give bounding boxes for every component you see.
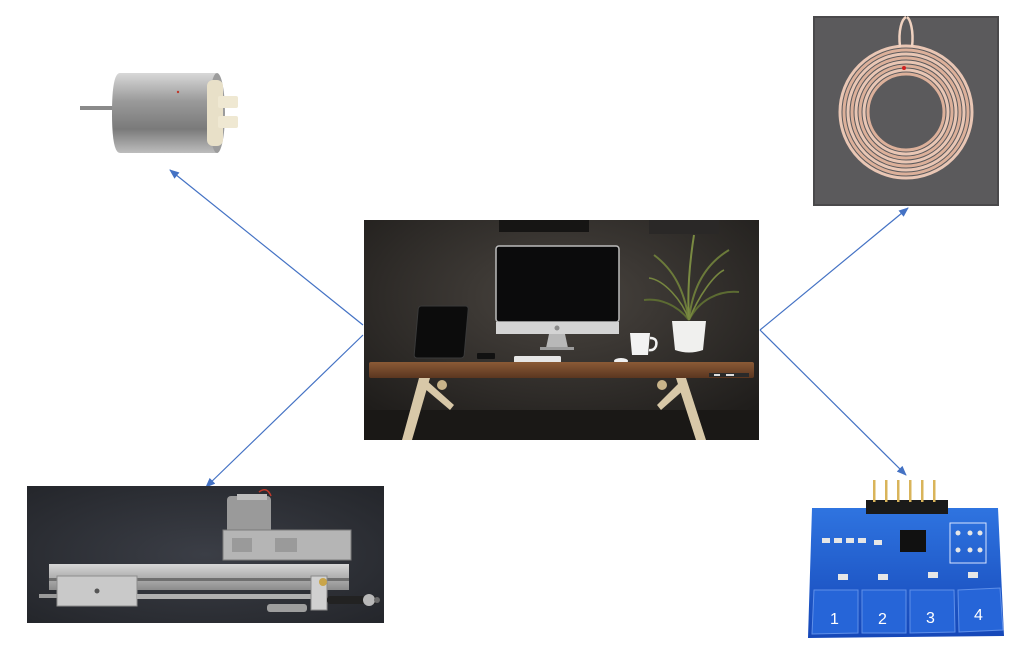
arrow-to-charging-coil [759, 207, 909, 331]
touch-pad-label-3: 3 [926, 610, 935, 627]
copper-coil [838, 44, 974, 180]
touch-sensor-module-photo: 1 2 3 4 [808, 478, 1008, 640]
desk-setup-photo [364, 220, 759, 440]
desk-top [369, 362, 754, 378]
touch-pads [811, 587, 1004, 635]
touch-pad-label-2: 2 [878, 611, 887, 628]
keyboard [514, 356, 561, 363]
linear-actuator-photo [27, 486, 384, 623]
potted-plant [643, 234, 740, 353]
coffee-mug [630, 333, 650, 355]
monitor [495, 245, 620, 323]
touch-pad-label-1: 1 [830, 611, 839, 628]
arrow-to-touch-sensor [759, 329, 907, 476]
dc-motor-photo [78, 68, 243, 158]
touch-pad-label-4: 4 [974, 607, 983, 624]
arrow-to-dc-motor [169, 169, 364, 326]
tablet [413, 305, 469, 359]
arrow-to-linear-actuator [205, 334, 364, 488]
wireless-charging-coil-photo [812, 15, 1000, 207]
